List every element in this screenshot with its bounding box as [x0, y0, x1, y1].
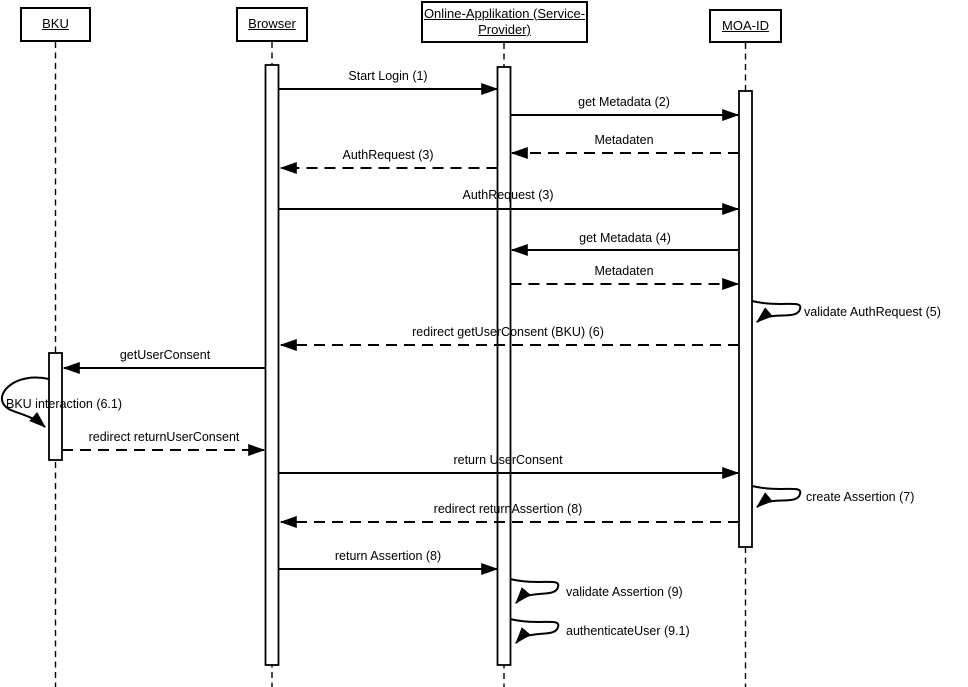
actor-label-bku: BKU [42, 16, 69, 32]
actor-label-moa-id: MOA-ID [722, 17, 769, 33]
message-label-redirect-getuserconsent: redirect getUserConsent (BKU) (6) [412, 324, 604, 339]
self-loop-validate-assertion [509, 578, 560, 604]
message-label-start-login: Start Login (1) [348, 68, 428, 83]
actor-box-browser: Browser [236, 7, 308, 42]
message-label-metadaten-1: Metadaten [594, 132, 654, 147]
actor-box-bku: BKU [20, 7, 91, 42]
self-loop-bku-interaction [0, 376, 50, 428]
message-label-get-metadata-4: get Metadata (4) [579, 230, 671, 245]
activation-bar-online-app [496, 66, 512, 666]
actor-label-browser: Browser [248, 16, 296, 32]
activation-bar-moa-id [738, 90, 753, 548]
actor-label-online-app-line1: Online-Applikation (Service- [423, 5, 586, 21]
message-label-redirect-returnassertion: redirect returnAssertion (8) [433, 501, 583, 516]
self-loop-create-assertion [751, 485, 802, 508]
message-label-authrequest-moaid: AuthRequest (3) [462, 187, 554, 202]
message-label-validate-assertion: validate Assertion (9) [566, 584, 683, 599]
actor-label-online-app-line2: Provider) [478, 22, 531, 37]
self-loop-authenticateuser [509, 618, 560, 644]
message-label-return-userconsent: return UserConsent [453, 452, 563, 467]
message-label-authrequest-browser: AuthRequest (3) [342, 147, 434, 162]
activation-bar-bku [48, 352, 63, 461]
message-label-validate-authrequest: validate AuthRequest (5) [804, 304, 941, 319]
message-label-create-assertion: create Assertion (7) [806, 489, 915, 504]
actor-box-moa-id: MOA-ID [709, 9, 782, 43]
message-label-return-assertion: return Assertion (8) [334, 548, 442, 563]
actor-box-online-app: Online-Applikation (Service- Provider) [421, 1, 588, 43]
message-label-redirect-returnuserconsent: redirect returnUserConsent [88, 429, 240, 444]
message-label-authenticateuser: authenticateUser (9.1) [566, 623, 690, 638]
activation-bar-browser [264, 64, 280, 666]
self-loop-validate-authrequest [751, 300, 802, 323]
message-label-get-metadata-2: get Metadata (2) [578, 94, 670, 109]
message-label-bku-interaction: BKU interaction (6.1) [6, 396, 123, 411]
message-label-metadaten-2: Metadaten [594, 263, 654, 278]
message-label-getuserconsent: getUserConsent [119, 347, 211, 362]
